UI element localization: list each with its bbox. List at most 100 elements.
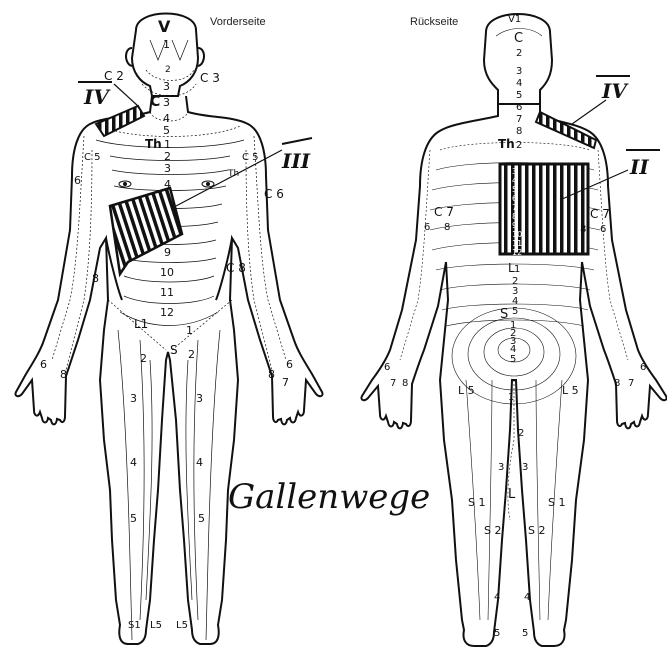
back-hand-right-6: 6: [640, 362, 646, 373]
back-leg-5-right: 5: [522, 628, 528, 639]
front-th-small: Th: [227, 169, 239, 179]
front-neck-3b: 3: [163, 96, 170, 109]
front-foot-l5-right: L5: [176, 620, 188, 631]
back-spine-th-10: 10: [512, 230, 522, 239]
front-s: S: [170, 343, 178, 357]
front-c5-left: C 5: [84, 152, 101, 163]
back-s2-right: S 2: [528, 524, 545, 537]
front-hand-right-8: 8: [268, 368, 275, 381]
front-head-1: 1: [163, 38, 170, 51]
back-leg-l: L: [508, 487, 516, 502]
front-c8-right: C 8: [226, 261, 246, 275]
back-neck-4: 4: [516, 78, 522, 89]
front-c6-left: 6: [74, 174, 81, 187]
front-leg-left-2: 2: [140, 352, 147, 365]
back-c7-right: C 7: [590, 207, 610, 221]
front-l1: L1: [134, 317, 148, 331]
back-spine-th-6: 6: [512, 194, 517, 203]
front-hand-left-6: 6: [40, 358, 47, 371]
back-zone-ii: II: [500, 150, 660, 254]
front-th11: 11: [160, 286, 174, 299]
back-leg-4-left: 4: [494, 592, 500, 603]
front-foot-l5-left: L5: [150, 620, 162, 631]
front-c6-right: C 6: [264, 187, 284, 201]
zone-ii-label: II: [629, 155, 649, 179]
back-spine-th-5: 5: [512, 185, 517, 194]
front-zone-iv: IV: [78, 82, 144, 136]
back-hand-left-6: 6: [384, 362, 390, 373]
front-leg-left-4: 4: [130, 456, 137, 469]
back-l1: 1: [514, 264, 520, 275]
front-th10: 10: [160, 266, 174, 279]
front-c3: C 3: [200, 71, 220, 85]
front-leg-right-3: 3: [196, 392, 203, 405]
front-leg-right-1: 1: [186, 324, 193, 337]
front-v-label: V: [158, 17, 171, 36]
front-th3: 3: [164, 162, 171, 175]
back-neck-5: 5: [516, 90, 522, 101]
front-neck-5: 5: [163, 124, 170, 137]
back-spine-th-7: 7: [512, 203, 517, 212]
back-labels: V1 C 2 3 4 5 6 7 8 Th 2 L 1 2 3 4 5 S 1 …: [384, 14, 646, 639]
zone-iii-label: III: [281, 149, 311, 173]
back-neck-6: 6: [516, 102, 522, 113]
back-c6-right: 6: [600, 224, 606, 235]
back-leg-5-left: 5: [494, 628, 500, 639]
back-s: S: [500, 307, 508, 322]
back-neck-8: 8: [516, 126, 522, 137]
back-hand-right-7: 7: [628, 378, 634, 389]
front-th4: 4: [164, 178, 171, 191]
back-s5: 5: [510, 354, 516, 365]
back-c6-left: 6: [424, 222, 430, 233]
front-head-2: 2: [165, 65, 171, 75]
front-foot-s1: S1: [128, 620, 141, 631]
back-leg-4-right: 4: [524, 592, 530, 603]
back-l5-right: L 5: [562, 384, 579, 397]
front-neck-c: C: [150, 94, 160, 110]
back-zone-iv: IV: [536, 76, 630, 148]
front-c2: C 2: [104, 69, 124, 83]
front-zone-iv-label: IV: [83, 85, 111, 109]
back-s1-right: S 1: [548, 496, 565, 509]
front-neck-3: 3: [163, 80, 170, 93]
back-th: Th: [498, 137, 515, 151]
back-c: C: [514, 31, 523, 46]
back-hand-right-8: 8: [614, 378, 620, 389]
front-hand-right-6: 6: [286, 358, 293, 371]
back-hand-left-7: 7: [390, 378, 396, 389]
back-leg-3-left: 3: [498, 462, 504, 473]
front-leg-left-5: 5: [130, 512, 137, 525]
back-spine-th-8: 8: [512, 212, 517, 221]
diagram-title: Gallenwege: [228, 477, 430, 517]
front-c5-right: C 5: [242, 152, 259, 163]
front-th9: 9: [164, 246, 171, 259]
front-leg-right-2: 2: [188, 348, 195, 361]
back-c7-left: C 7: [434, 205, 454, 219]
front-c8-left: 8: [92, 272, 99, 285]
back-c2: 2: [516, 48, 522, 59]
back-s2-left: S 2: [484, 524, 501, 537]
back-l5-left: L 5: [458, 384, 475, 397]
back-spine-th-4: 4: [512, 176, 517, 185]
front-th: Th: [145, 137, 162, 151]
front-leg-right-4: 4: [196, 456, 203, 469]
back-zone-iv-label: IV: [601, 79, 629, 103]
back-neck-7: 7: [516, 114, 522, 125]
back-c8-left: 8: [444, 222, 450, 233]
front-leg-right-5: 5: [198, 512, 205, 525]
back-l5: 5: [512, 306, 518, 317]
back-hand-left-8: 8: [402, 378, 408, 389]
back-spine-th-11: 11: [512, 239, 522, 248]
back-th2: 2: [516, 140, 522, 151]
front-hand-left-8: 8: [60, 368, 67, 381]
back-neck-3: 3: [516, 66, 522, 77]
back-spine-th-9: 9: [512, 221, 517, 230]
back-spine-th-3: 3: [512, 167, 517, 176]
back-spine-th-12: 12: [512, 248, 522, 257]
back-c8-right: 8: [580, 224, 586, 235]
front-leg-left-3: 3: [130, 392, 137, 405]
front-th12: 12: [160, 306, 174, 319]
back-leg-3-right: 3: [522, 462, 528, 473]
back-leg-1: 1: [508, 392, 514, 403]
